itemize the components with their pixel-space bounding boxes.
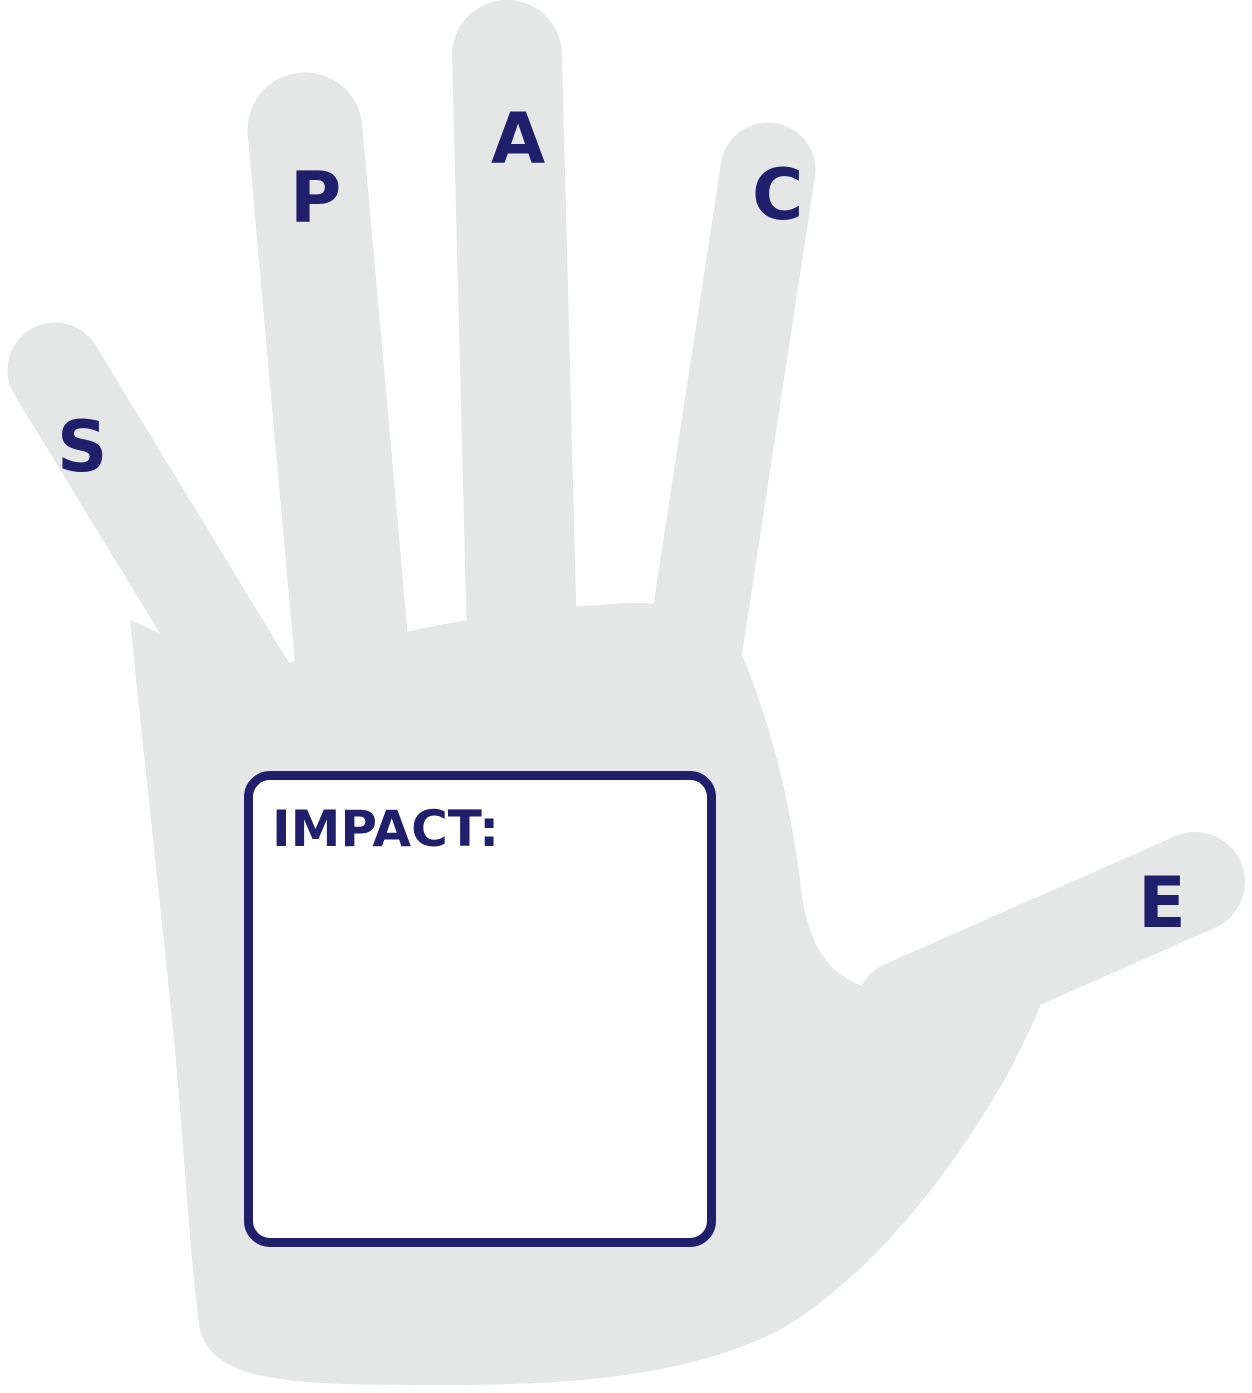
impact-label: IMPACT: (272, 804, 499, 854)
finger-c-shape (690, 170, 768, 680)
finger-label-s: S (57, 412, 107, 482)
impact-box: IMPACT: (244, 771, 716, 1247)
finger-label-e: E (1138, 868, 1186, 938)
finger-label-c: C (752, 160, 803, 230)
finger-label-a: A (491, 104, 545, 174)
finger-label-p: P (290, 163, 341, 233)
